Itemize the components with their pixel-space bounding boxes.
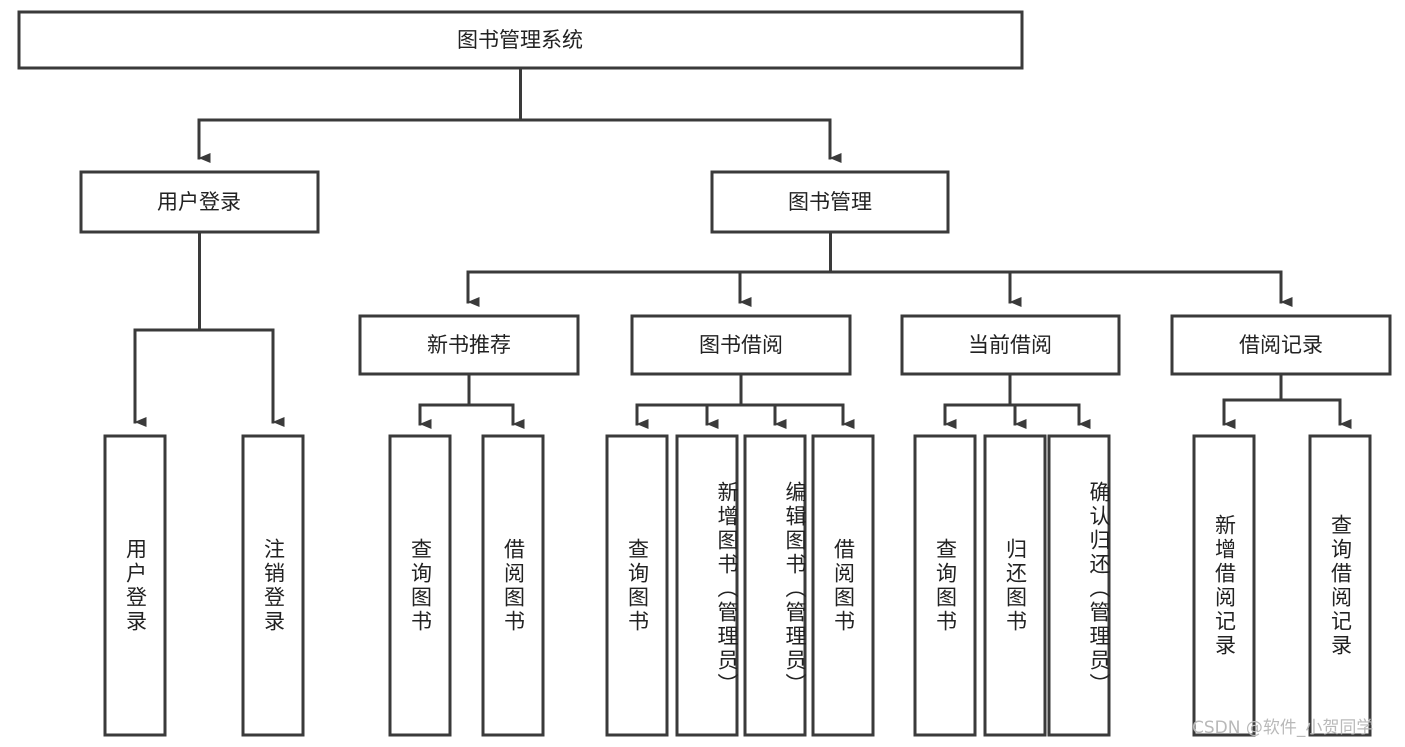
connector-current-borrow-to-leaves [943,372,1091,429]
leaf-box-borrow-book-2[interactable] [811,434,875,737]
node-book-manage[interactable]: 图书管理 [710,170,950,234]
node-borrow-record-label: 借阅记录 [1239,333,1323,357]
node-current-borrow[interactable]: 当前借阅 [900,314,1121,376]
connector-root-to-level2 [197,66,842,163]
node-book-borrow-label: 图书借阅 [699,333,783,357]
connector-book-manage-to-level3 [466,230,1293,307]
leaf-box-query-book-1[interactable] [388,434,452,737]
leaf-box-query-book-2[interactable] [605,434,669,737]
leaf-box-borrow-book-1[interactable] [481,434,545,737]
node-user-login-label: 用户登录 [157,190,241,214]
connector-new-book-recommend-to-leaves [418,372,525,429]
leaf-box-user-login[interactable] [103,434,167,737]
leaf-box-return-book[interactable] [983,434,1047,737]
node-root-label: 图书管理系统 [457,28,583,52]
leaf-box-user-logout[interactable] [241,434,305,737]
connector-user-login-to-leaves [133,230,285,427]
node-current-borrow-label: 当前借阅 [968,333,1052,357]
leaf-box-add-record[interactable] [1192,434,1256,737]
node-new-book-recommend[interactable]: 新书推荐 [358,314,580,376]
node-new-book-recommend-label: 新书推荐 [427,333,511,357]
leaf-box-query-book-3[interactable] [913,434,977,737]
leaf-box-add-book[interactable] [675,434,739,737]
connector-book-borrow-to-leaves [635,372,855,429]
connector-borrow-record-to-leaves [1222,372,1352,429]
leaf-box-confirm-return[interactable] [1047,434,1111,737]
node-root[interactable]: 图书管理系统 [17,10,1024,70]
leaf-boxes [103,434,1372,737]
watermark-text: CSDN @软件_小贺同学 [1192,718,1374,738]
node-user-login[interactable]: 用户登录 [79,170,320,234]
leaf-box-edit-book[interactable] [743,434,807,737]
leaf-box-query-record[interactable] [1308,434,1372,737]
node-book-borrow[interactable]: 图书借阅 [630,314,852,376]
node-borrow-record[interactable]: 借阅记录 [1170,314,1392,376]
node-book-manage-label: 图书管理 [788,190,872,214]
